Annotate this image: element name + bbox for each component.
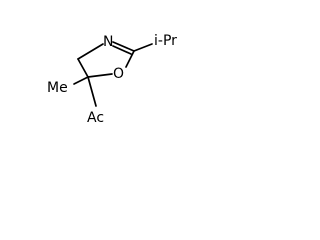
bond-c5-acetyl (87, 76, 97, 107)
methyl-label: Me (47, 80, 68, 96)
bond-c2-o (125, 50, 135, 68)
nitrogen-label: N (103, 34, 113, 50)
bond-c4-n (77, 43, 104, 60)
bond-c5-methyl (73, 76, 89, 85)
bond-o-c5 (87, 73, 113, 78)
isopropyl-label: i-Pr (154, 33, 177, 49)
bond-c5-c4 (77, 58, 89, 78)
oxazoline-structure: N O i-Pr Me Ac (47, 33, 177, 126)
bond-n-c2-double-inner (112, 45, 132, 55)
bond-c2-isopropyl (133, 43, 153, 52)
acetyl-label: Ac (87, 110, 104, 126)
bond-n-c2-double-outer (112, 41, 135, 52)
oxygen-label: O (113, 66, 124, 82)
